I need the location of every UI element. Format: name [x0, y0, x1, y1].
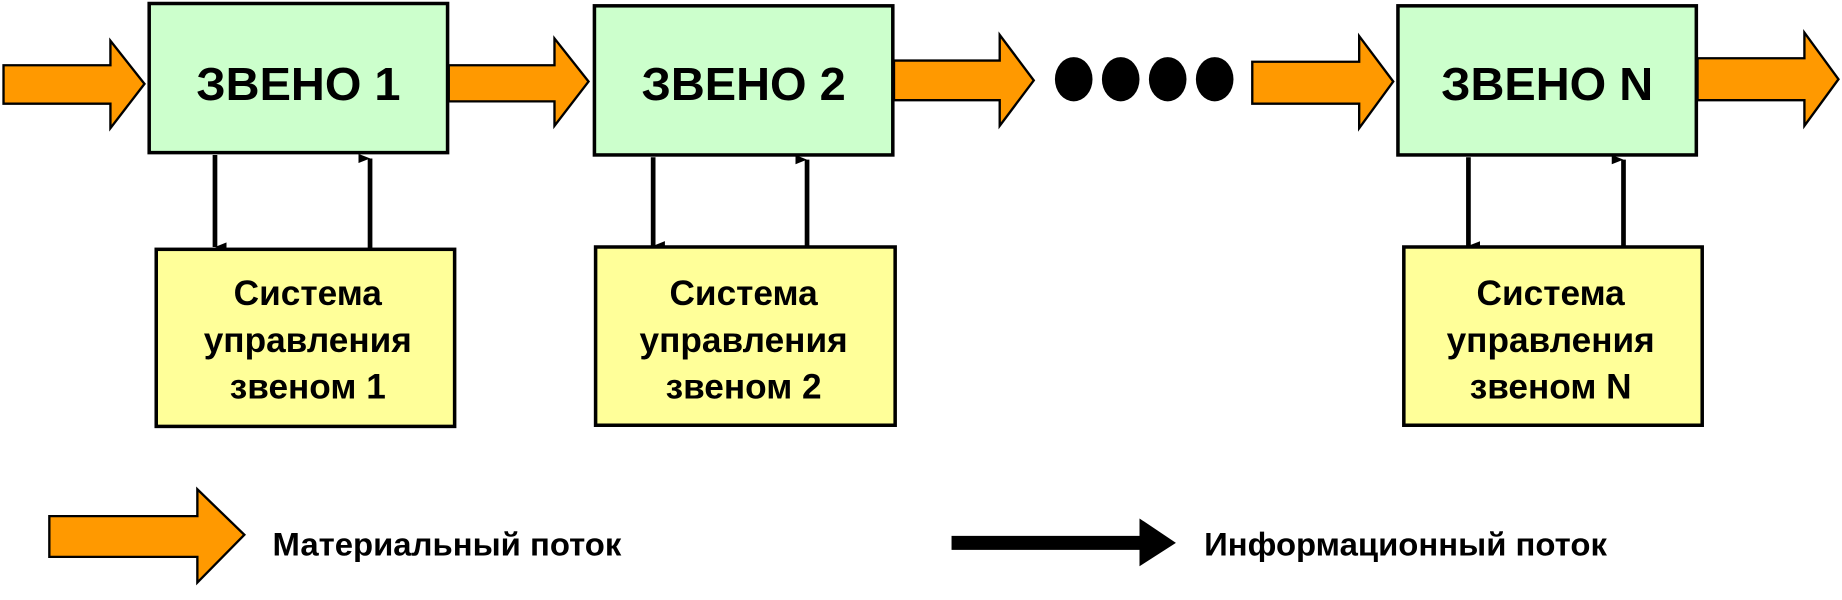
material-flow-arrow-2-dots: [892, 31, 1036, 130]
ellipsis-dots: [1054, 57, 1234, 102]
legend-material-label: Материальный поток: [273, 526, 622, 563]
legend-info-label: Информационный поток: [1204, 526, 1607, 563]
control-label-1-line1: Система: [234, 274, 383, 313]
control-label-n-line2: управления: [1447, 321, 1655, 360]
legend-info-arrow: [951, 518, 1176, 567]
control-label-2-line3: звеном 2: [666, 368, 822, 407]
control-label-2-line2: управления: [640, 321, 848, 360]
material-flow-arrow-1-2: [447, 35, 591, 130]
legend-material-arrow: [48, 486, 247, 586]
control-box-n: [1402, 245, 1704, 427]
control-label-1-line3: звеном 1: [230, 368, 386, 407]
material-flow-arrow-out: [1696, 29, 1840, 130]
control-label-1-line2: управления: [204, 321, 412, 360]
link-box-1: [147, 1, 450, 155]
material-flow-arrow-dots-N: [1251, 32, 1395, 132]
link-box-2: [592, 4, 895, 157]
control-label-2-line1: Система: [669, 274, 818, 313]
material-flow-arrow-in: [2, 37, 146, 132]
link-title-2: ЗВЕНО 2: [641, 58, 845, 110]
link-box-n: [1396, 4, 1699, 157]
control-label-n-line3: звеном N: [1470, 368, 1632, 407]
control-box-1: [154, 247, 457, 429]
control-label-n-line1: Система: [1477, 274, 1626, 313]
link-title-1: ЗВЕНО 1: [196, 58, 400, 110]
control-box-2: [593, 245, 897, 427]
link-title-n: ЗВЕНО N: [1441, 58, 1653, 110]
